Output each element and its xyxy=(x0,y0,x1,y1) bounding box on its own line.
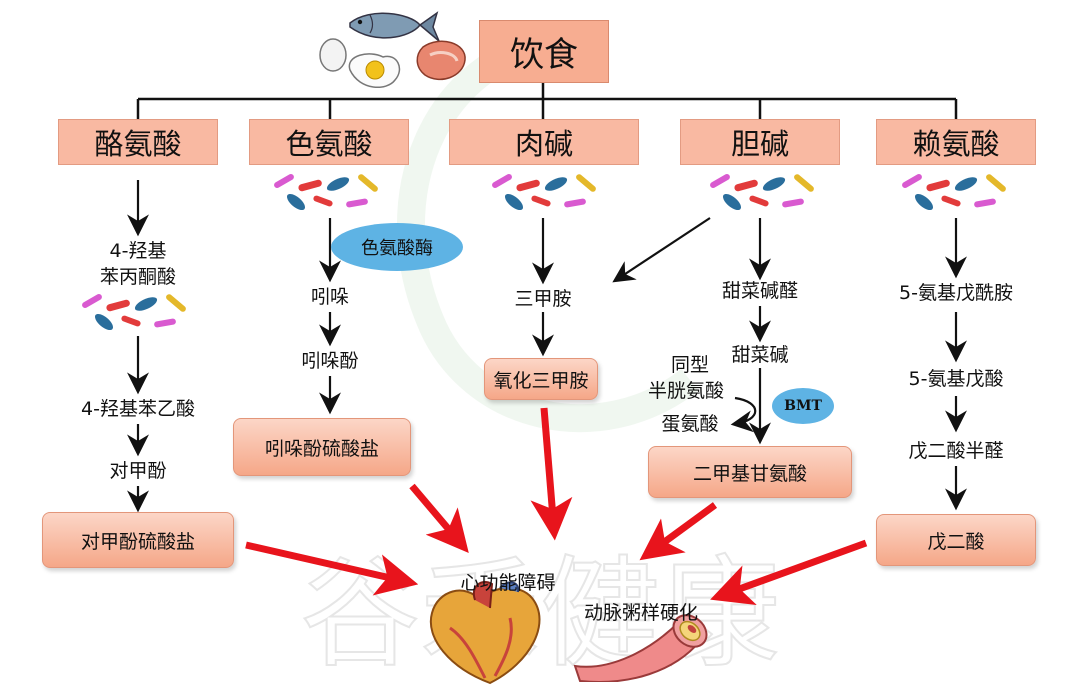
fish-icon xyxy=(349,11,440,42)
homocysteine-line2: 半胱氨酸 xyxy=(647,380,724,402)
tyrosine-step2: 4-羟基苯乙酸 xyxy=(81,398,195,420)
bacteria-icon xyxy=(82,294,186,331)
fried-egg-icon xyxy=(348,53,401,88)
lysine-step1: 5-氨基戊酰胺 xyxy=(899,282,1013,304)
lysine-box: 赖氨酸 xyxy=(876,119,1036,165)
tyrosine-step1-line1: 4-羟基 xyxy=(109,240,167,262)
glutaric-acid-box: 戊二酸 xyxy=(876,514,1036,566)
tryptophan-step1: 吲哚 xyxy=(310,286,349,308)
tryptophanase-enzyme: 色氨酸酶 xyxy=(331,223,463,271)
methionine-label: 蛋氨酸 xyxy=(661,413,719,435)
indoxyl-sulfate-box: 吲哚酚硫酸盐 xyxy=(233,418,411,476)
tyrosine-box: 酪氨酸 xyxy=(58,119,218,165)
dimethylglycine-box: 二甲基甘氨酸 xyxy=(648,446,852,498)
tyrosine-step1-line2: 苯丙酮酸 xyxy=(99,266,176,288)
meat-icon xyxy=(416,40,466,81)
bacteria-icon xyxy=(274,174,378,211)
lysine-step3: 戊二酸半醛 xyxy=(908,440,1004,462)
tyrosine-step3: 对甲酚 xyxy=(109,460,167,482)
bacteria-icon xyxy=(710,174,814,211)
choline-box: 胆碱 xyxy=(680,119,840,165)
tryptophan-step2: 吲哚酚 xyxy=(301,350,359,372)
tryptophan-box: 色氨酸 xyxy=(249,119,409,165)
atherosclerosis-label: 动脉粥样硬化 xyxy=(583,602,698,624)
carnitine-box: 肉碱 xyxy=(449,119,639,165)
artery-icon xyxy=(573,614,708,682)
cardiac-dysfunction-label: 心功能障碍 xyxy=(460,572,556,594)
food-icons xyxy=(319,11,466,88)
tmao-box: 氧化三甲胺 xyxy=(484,358,598,400)
egg-icon xyxy=(319,38,347,72)
heart-icon xyxy=(429,581,541,685)
bmt-enzyme: BMT xyxy=(772,388,834,424)
choline-step2: 甜菜碱 xyxy=(731,344,789,366)
homocysteine-line1: 同型 xyxy=(670,354,709,376)
bacteria-icon xyxy=(902,174,1006,211)
p-cresyl-sulfate-box: 对甲酚硫酸盐 xyxy=(42,512,234,568)
diet-box: 饮食 xyxy=(479,20,609,83)
carnitine-step1: 三甲胺 xyxy=(514,288,572,310)
lysine-step2: 5-氨基戊酸 xyxy=(908,368,1004,390)
choline-step1: 甜菜碱醛 xyxy=(721,280,798,302)
bacteria-icon xyxy=(492,174,596,211)
